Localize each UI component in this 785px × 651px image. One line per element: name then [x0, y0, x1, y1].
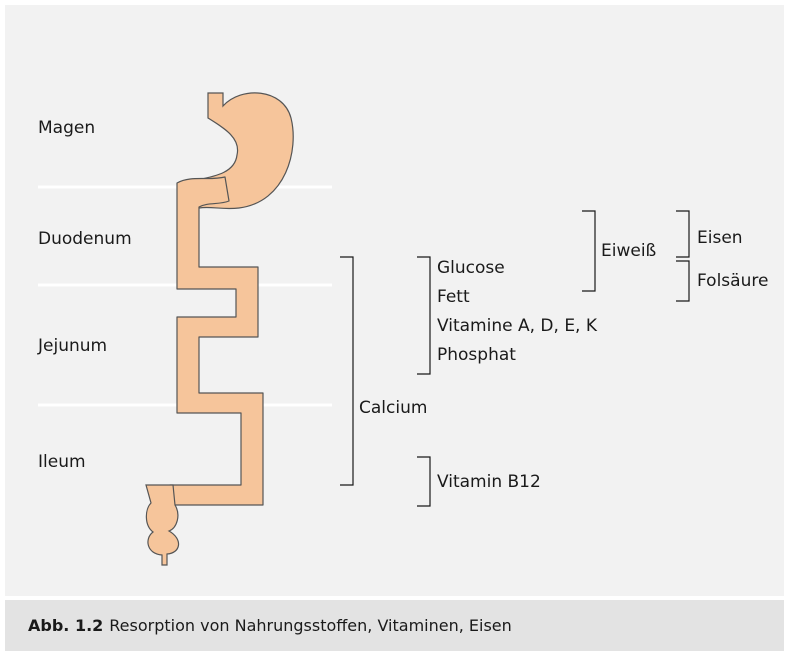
colon-shape	[145, 484, 180, 566]
vitamin-b12-bracket	[417, 456, 431, 507]
eiweiss-bracket	[582, 210, 596, 292]
figure-caption: Abb. 1.2 Resorption von Nahrungsstoffen, …	[5, 600, 784, 651]
section-label-magen: Magen	[38, 118, 95, 138]
digestive-tract-diagram: Magen Duodenum Jejunum Ileum Calcium Glu…	[37, 92, 768, 566]
eisen-bracket	[676, 210, 690, 258]
nutrient-glucose: Glucose	[437, 258, 505, 278]
eiweiss-label: Eiweiß	[601, 241, 656, 261]
eisen-label: Eisen	[697, 228, 743, 248]
section-label-duodenum: Duodenum	[38, 229, 132, 249]
caption-text: Resorption von Nahrungsstoffen, Vitamine…	[109, 616, 512, 635]
caption-number: Abb. 1.2	[28, 616, 104, 635]
diagram-panel: Magen Duodenum Jejunum Ileum Calcium Glu…	[5, 5, 784, 596]
nutrient-phosphat: Phosphat	[437, 345, 516, 365]
folsaeure-label: Folsäure	[697, 271, 768, 291]
nutrients-bracket	[417, 256, 431, 375]
nutrient-vitamine: Vitamine A, D, E, K	[437, 316, 598, 336]
intestine-tube	[169, 176, 264, 506]
section-label-ileum: Ileum	[38, 452, 86, 472]
calcium-label: Calcium	[359, 398, 427, 418]
section-label-jejunum: Jejunum	[37, 336, 107, 356]
calcium-bracket	[340, 256, 354, 486]
nutrient-fett: Fett	[437, 287, 470, 307]
folsaeure-bracket	[676, 260, 690, 302]
vitamin-b12-label: Vitamin B12	[437, 472, 541, 492]
